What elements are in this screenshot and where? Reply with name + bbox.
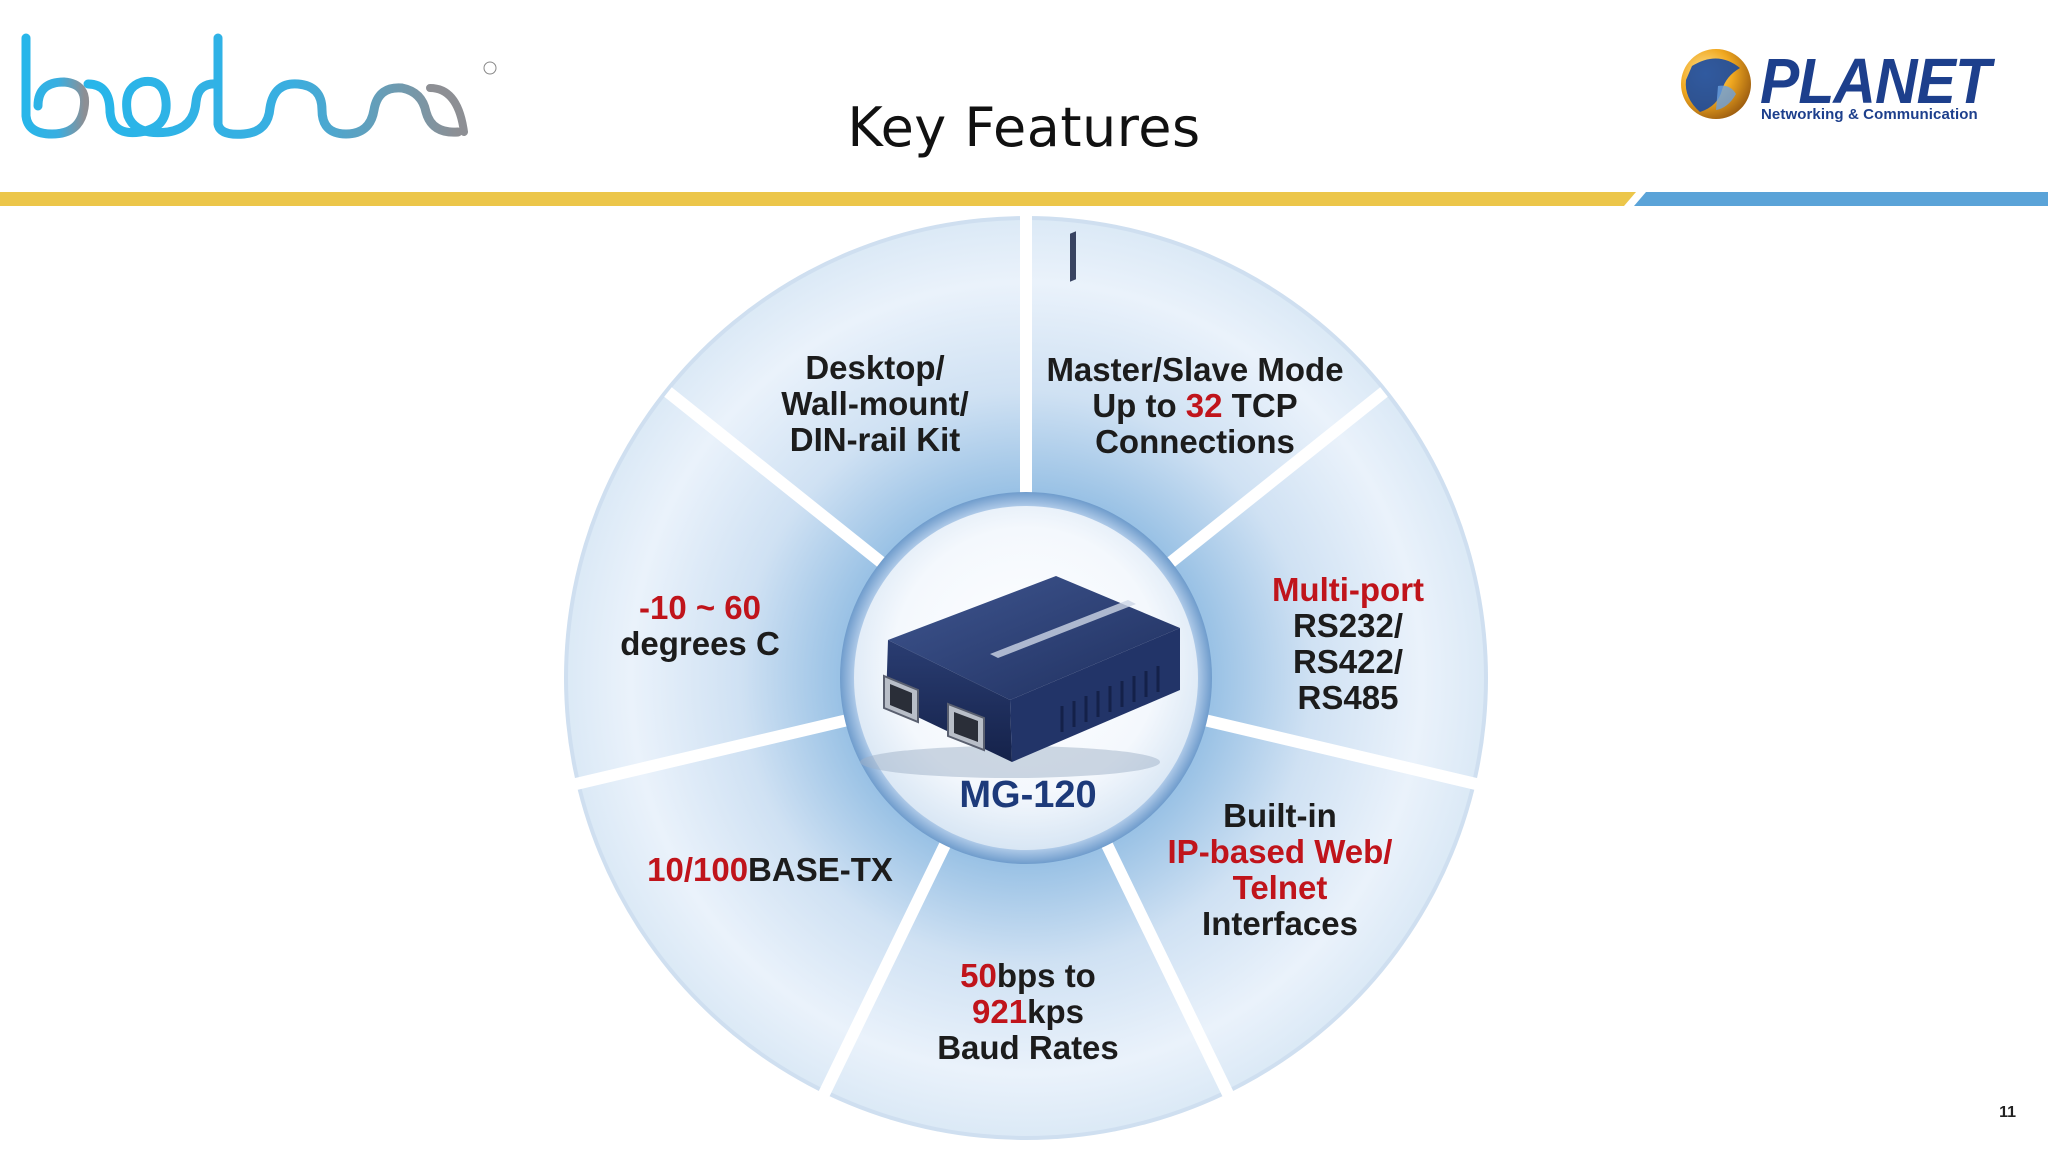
bluboxx-logo: bluboxx — [18, 32, 498, 144]
globe-icon — [1681, 49, 1751, 119]
feature-mounting: Desktop/ Wall-mount/ DIN-rail Kit — [781, 349, 969, 458]
feature-ethernet: 10/100BASE-TX — [647, 851, 893, 888]
feature-temperature: -10 ~ 60 degrees C — [620, 589, 780, 662]
feature-multi-port: Multi-port RS232/ RS422/ RS485 — [1271, 571, 1425, 716]
product-model: MG-120 — [959, 774, 1097, 816]
slide-header: bluboxx Key Features PLANET Networking &… — [0, 0, 2048, 206]
page-number: 11 — [1999, 1104, 2016, 1121]
feature-tcp-connections: Master/Slave Mode Up to 32 TCP Connectio… — [1046, 351, 1344, 460]
feature-baud-rates: 50bps to 921kps Baud Rates — [937, 957, 1119, 1066]
planet-tagline: Networking & Communication — [1761, 106, 1978, 123]
planet-wordmark: PLANET — [1760, 45, 1991, 117]
page-title: Key Features — [847, 96, 1201, 159]
planet-logo: PLANET Networking & Communication — [1678, 45, 1991, 130]
feature-web-telnet: Built-in IP-based Web/ Telnet Interfaces — [1167, 797, 1393, 942]
bluboxx-wordmark — [21, 33, 497, 139]
device-image — [860, 231, 1180, 778]
header-divider — [0, 192, 2048, 206]
